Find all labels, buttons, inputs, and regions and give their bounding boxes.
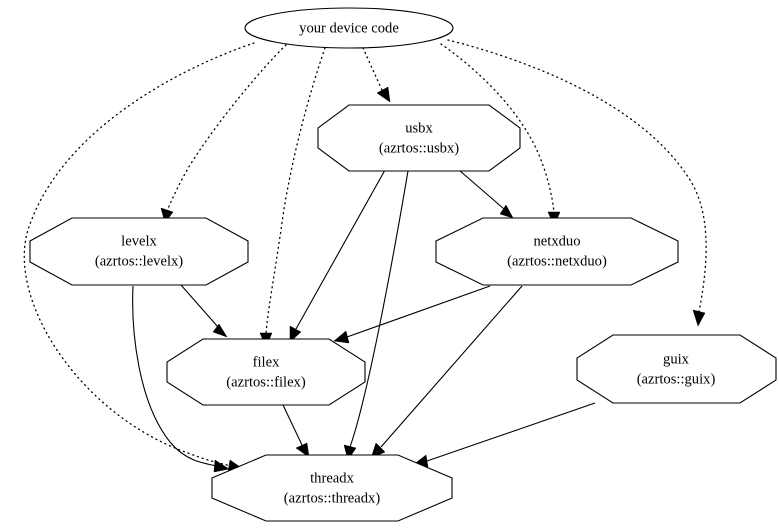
node-shape-octagon (166, 338, 366, 406)
node-label-netxduo-line2: (azrtos::netxduo) (507, 253, 607, 269)
node-shape-octagon (211, 454, 453, 522)
node-shape-octagon (29, 217, 249, 286)
node-label-usbx-line1: usbx (405, 120, 433, 136)
edge-device-to-filex (259, 47, 326, 348)
node-label-filex-line1: filex (253, 354, 280, 370)
edge-group-solid (132, 169, 596, 473)
edge-device-to-levelx (160, 44, 287, 224)
node-shape-octagon (576, 334, 777, 404)
node-shape-octagon (317, 104, 521, 172)
node-filex[interactable]: filex (azrtos::filex) (166, 338, 366, 406)
node-your-device-code[interactable]: your device code (244, 7, 454, 49)
node-threadx[interactable]: threadx (azrtos::threadx) (211, 454, 453, 522)
edge-usbx-to-netxduo (458, 169, 514, 219)
edge-device-to-guix (447, 39, 707, 327)
node-usbx[interactable]: usbx (azrtos::usbx) (317, 104, 521, 172)
edge-netxduo-to-filex (333, 285, 491, 344)
node-label-guix-line1: guix (663, 351, 690, 367)
edge-usbx-to-filex (289, 169, 386, 343)
edge-filex-to-threadx (282, 404, 310, 458)
node-label-usbx-line2: (azrtos::usbx) (379, 140, 459, 156)
edge-device-to-usbx (362, 47, 391, 103)
node-label-levelx-line1: levelx (121, 233, 157, 249)
node-shape-ellipse (244, 7, 454, 49)
node-guix[interactable]: guix (azrtos::guix) (576, 334, 777, 404)
node-label-levelx-line2: (azrtos::levelx) (95, 253, 183, 269)
edge-levelx-to-filex (180, 284, 228, 338)
node-label-device-line1: your device code (299, 20, 399, 36)
edge-guix-to-threadx (412, 402, 596, 468)
node-shape-octagon (435, 217, 679, 286)
edge-usbx-to-threadx (343, 170, 409, 461)
node-label-netxduo-line1: netxduo (533, 233, 580, 249)
edge-group-dotted (23, 39, 707, 473)
node-netxduo[interactable]: netxduo (azrtos::netxduo) (435, 217, 679, 286)
node-levelx[interactable]: levelx (azrtos::levelx) (29, 217, 249, 286)
edge-netxduo-to-threadx (370, 285, 523, 459)
node-label-filex-line2: (azrtos::filex) (226, 374, 306, 390)
node-label-threadx-line2: (azrtos::threadx) (284, 490, 381, 506)
edge-levelx-to-threadx (132, 285, 230, 473)
node-label-guix-line2: (azrtos::guix) (637, 371, 716, 387)
node-label-threadx-line1: threadx (310, 470, 354, 486)
